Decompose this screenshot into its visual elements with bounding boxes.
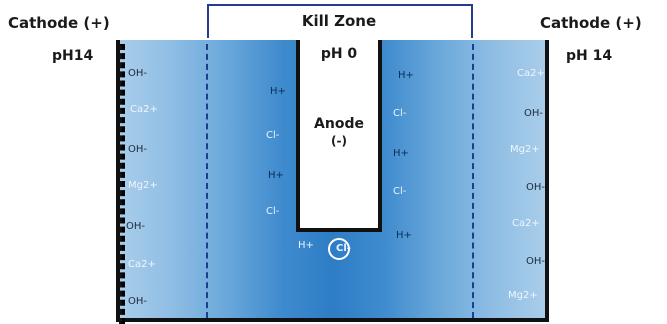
anode-label: Anode (314, 116, 364, 132)
ion-left-1: OH- (128, 68, 147, 79)
ion-right-2: OH- (524, 108, 543, 119)
ion-near-right-5: H+ (396, 230, 412, 241)
kill-zone-left-boundary (206, 44, 208, 318)
kill-zone-bracket (207, 4, 473, 38)
ion-bottom-cl: Cl- (336, 243, 351, 254)
ion-near-right-1: H+ (398, 70, 414, 81)
ion-left-3: OH- (128, 144, 147, 155)
ion-left-4: Mg2+ (128, 180, 158, 191)
kill-zone-label: Kill Zone (301, 12, 377, 30)
chloride-circle-icon (328, 238, 350, 260)
left-cathode-dashed-line (119, 44, 125, 324)
ph-right-label: pH 14 (566, 48, 613, 64)
ion-left-6: Ca2+ (128, 259, 156, 270)
ion-left-7: OH- (128, 296, 147, 307)
ion-bottom-h: H+ (298, 240, 314, 251)
ion-right-5: Ca2+ (512, 218, 540, 229)
ion-near-right-4: Cl- (393, 186, 407, 197)
ion-right-7: Mg2+ (508, 290, 538, 301)
ion-near-left-2: Cl- (266, 130, 280, 141)
ion-right-3: Mg2+ (510, 144, 540, 155)
ion-near-left-1: H+ (270, 86, 286, 97)
ion-near-left-4: Cl- (266, 206, 280, 217)
ion-right-1: Ca2+ (517, 68, 545, 79)
cathode-left-label: Cathode (+) (8, 14, 110, 32)
ph-left-label: pH14 (52, 48, 94, 64)
ion-right-4: OH- (526, 182, 545, 193)
ion-right-6: OH- (526, 256, 545, 267)
ion-left-2: Ca2+ (130, 104, 158, 115)
ion-near-left-3: H+ (268, 170, 284, 181)
cathode-right-label: Cathode (+) (540, 14, 642, 32)
ph-anode-label: pH 0 (320, 46, 358, 62)
kill-zone-right-boundary (472, 44, 474, 318)
ion-left-5: OH- (126, 221, 145, 232)
anode: pH 0 Anode (-) (296, 40, 382, 232)
ion-near-right-2: Cl- (393, 108, 407, 119)
anode-sign: (-) (331, 134, 347, 148)
ion-near-right-3: H+ (393, 148, 409, 159)
